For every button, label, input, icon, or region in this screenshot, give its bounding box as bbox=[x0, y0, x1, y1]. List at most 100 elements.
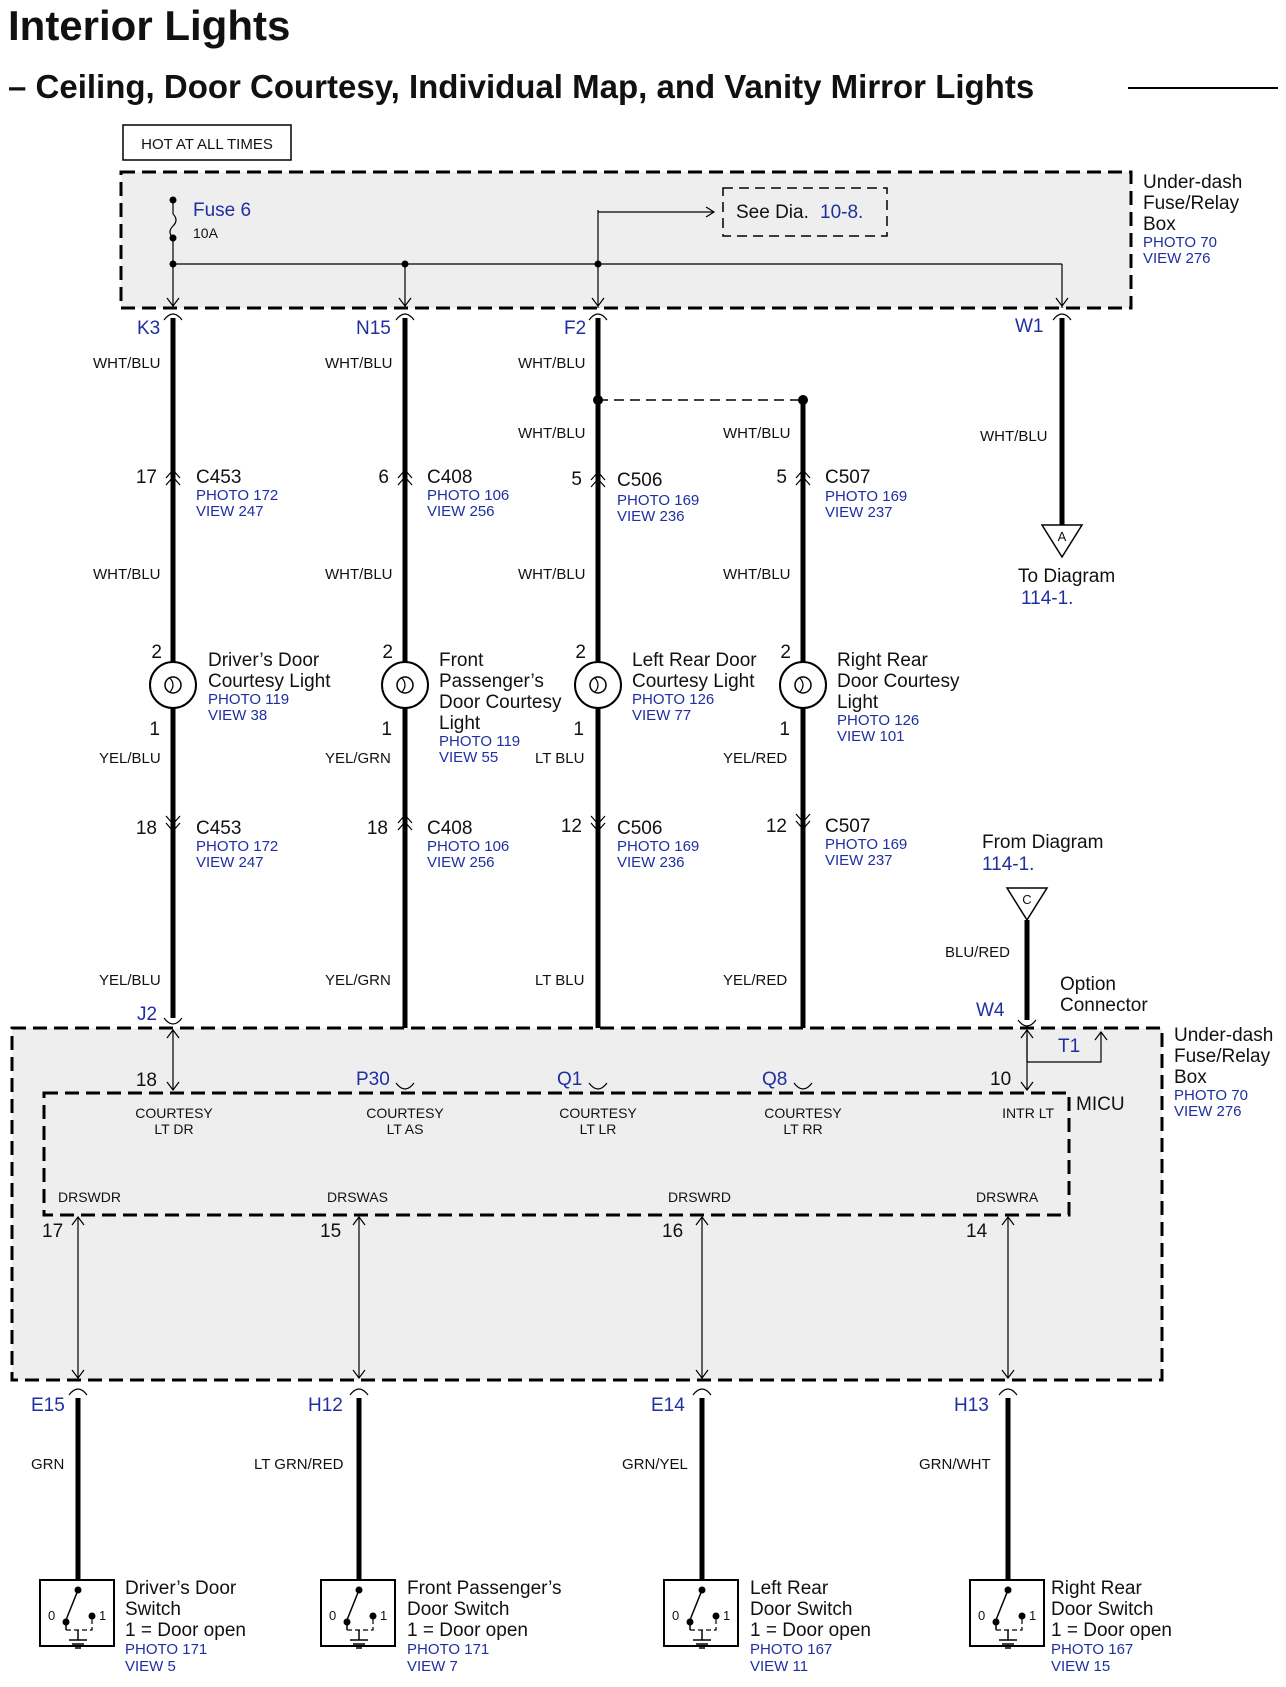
connector-pin: 12 bbox=[561, 816, 582, 837]
wire-color: WHT/BLU bbox=[518, 566, 586, 583]
micu-terminal-label: COURTESY bbox=[366, 1105, 444, 1121]
micu-terminal-label: COURTESY bbox=[135, 1105, 213, 1121]
switch-position-off: 0 bbox=[48, 1608, 55, 1623]
page-title: Interior Lights bbox=[8, 2, 290, 49]
inline-connector-icon bbox=[165, 813, 811, 832]
connector-icon bbox=[163, 313, 1072, 321]
connector-pin: 12 bbox=[766, 816, 787, 837]
switch-state: 1 = Door open bbox=[407, 1620, 528, 1641]
light-pin: 2 bbox=[780, 642, 791, 663]
wire-color: WHT/BLU bbox=[723, 566, 791, 583]
micu-label: MICU bbox=[1076, 1094, 1125, 1115]
switch-name: Driver’s Door bbox=[125, 1578, 237, 1599]
micu-terminal-label: DRSWRD bbox=[668, 1189, 731, 1205]
connector-photo: PHOTO 106 bbox=[427, 487, 509, 504]
fuse-rating: 10A bbox=[193, 225, 219, 241]
micu-pin: 17 bbox=[42, 1221, 63, 1242]
connector-name: C507 bbox=[825, 467, 870, 488]
switch-position-off: 0 bbox=[329, 1608, 336, 1623]
switch-contact bbox=[712, 1612, 720, 1620]
connector-name: C506 bbox=[617, 470, 662, 491]
wire-color: WHT/BLU bbox=[93, 566, 161, 583]
page-subtitle: – Ceiling, Door Courtesy, Individual Map… bbox=[8, 68, 1034, 105]
light-name: Courtesy Light bbox=[208, 671, 331, 692]
connector-photo: PHOTO 172 bbox=[196, 487, 278, 504]
light-name: Passenger’s bbox=[439, 671, 544, 692]
from-diagram-ref: 114-1. bbox=[982, 854, 1034, 875]
light-view: VIEW 38 bbox=[208, 707, 267, 724]
top-box-view: VIEW 276 bbox=[1143, 250, 1211, 267]
light-view: VIEW 101 bbox=[837, 728, 905, 745]
light-pin: 1 bbox=[381, 719, 392, 740]
terminal-j2: J2 bbox=[137, 1004, 157, 1025]
wire-color: GRN/WHT bbox=[919, 1456, 991, 1473]
connector-photo: PHOTO 169 bbox=[617, 838, 699, 855]
terminal-w1: W1 bbox=[1015, 316, 1044, 337]
switch-state: 1 = Door open bbox=[125, 1620, 246, 1641]
see-dia-text: See Dia. bbox=[736, 202, 809, 223]
to-diagram-ref: 114-1. bbox=[1021, 588, 1073, 609]
bottom-box-photo: PHOTO 70 bbox=[1174, 1087, 1248, 1104]
see-dia-ref: 10-8. bbox=[820, 202, 863, 223]
connector-name: C507 bbox=[825, 816, 870, 837]
light-photo: PHOTO 126 bbox=[837, 712, 919, 729]
switch-name: Door Switch bbox=[750, 1599, 852, 1620]
hot-label: HOT AT ALL TIMES bbox=[141, 136, 273, 153]
switch-view: VIEW 15 bbox=[1051, 1658, 1110, 1675]
switch-photo: PHOTO 167 bbox=[1051, 1641, 1133, 1658]
top-box-line3: Box bbox=[1143, 214, 1176, 235]
switch-name: Right Rear bbox=[1051, 1578, 1142, 1599]
connector-view: VIEW 236 bbox=[617, 508, 685, 525]
wire-color: YEL/GRN bbox=[325, 972, 391, 989]
wire-color: YEL/RED bbox=[723, 972, 787, 989]
connector-pin: 5 bbox=[776, 467, 787, 488]
switch-contact bbox=[369, 1612, 377, 1620]
terminal-w4: W4 bbox=[976, 1000, 1005, 1021]
terminal-q8: Q8 bbox=[762, 1069, 787, 1090]
hot-label-box bbox=[122, 124, 292, 161]
wire-color: YEL/RED bbox=[723, 750, 787, 767]
terminal-f2: F2 bbox=[564, 318, 586, 339]
inline-connector-icon bbox=[165, 469, 811, 488]
micu-pin: 10 bbox=[990, 1069, 1011, 1090]
switch-name: Left Rear bbox=[750, 1578, 829, 1599]
terminal-e15: E15 bbox=[31, 1395, 65, 1416]
switch-state: 1 = Door open bbox=[750, 1620, 871, 1641]
switch-lever-icon bbox=[346, 1589, 360, 1621]
connector-photo: PHOTO 169 bbox=[825, 488, 907, 505]
top-box-line2: Fuse/Relay bbox=[1143, 193, 1240, 214]
terminal-n15: N15 bbox=[356, 318, 391, 339]
arrow-icon bbox=[705, 206, 716, 218]
light-view: VIEW 77 bbox=[632, 707, 691, 724]
switch-name: Switch bbox=[125, 1599, 181, 1620]
light-name: Front bbox=[439, 650, 484, 671]
light-name: Light bbox=[837, 692, 879, 713]
bulb-icon bbox=[381, 661, 429, 709]
connector-view: VIEW 237 bbox=[825, 852, 893, 869]
to-diagram-text: To Diagram bbox=[1018, 566, 1115, 587]
terminal-h13: H13 bbox=[954, 1395, 989, 1416]
wire-color: YEL/GRN bbox=[325, 750, 391, 767]
connector-view: VIEW 247 bbox=[196, 503, 264, 520]
micu-terminal-label: LT DR bbox=[154, 1121, 193, 1137]
from-diagram-text: From Diagram bbox=[982, 832, 1103, 853]
top-box-photo: PHOTO 70 bbox=[1143, 234, 1217, 251]
micu-terminal-label: COURTESY bbox=[559, 1105, 637, 1121]
connector-pin: 18 bbox=[367, 818, 388, 839]
terminal-k3: K3 bbox=[137, 318, 160, 339]
light-name: Door Courtesy bbox=[439, 692, 562, 713]
light-name: Door Courtesy bbox=[837, 671, 960, 692]
connector-pin: 17 bbox=[136, 467, 157, 488]
micu-terminal-label: COURTESY bbox=[764, 1105, 842, 1121]
switch-lever-icon bbox=[65, 1589, 79, 1621]
ground-icon bbox=[999, 1639, 1017, 1649]
light-pin: 1 bbox=[149, 719, 160, 740]
switch-link bbox=[690, 1616, 717, 1631]
connector-icon bbox=[395, 1082, 813, 1090]
bulb-icon bbox=[574, 661, 622, 709]
switch-contact bbox=[88, 1612, 96, 1620]
switch-position-on: 1 bbox=[99, 1608, 106, 1623]
switch-view: VIEW 7 bbox=[407, 1658, 458, 1675]
connector-icon bbox=[68, 1388, 1018, 1396]
